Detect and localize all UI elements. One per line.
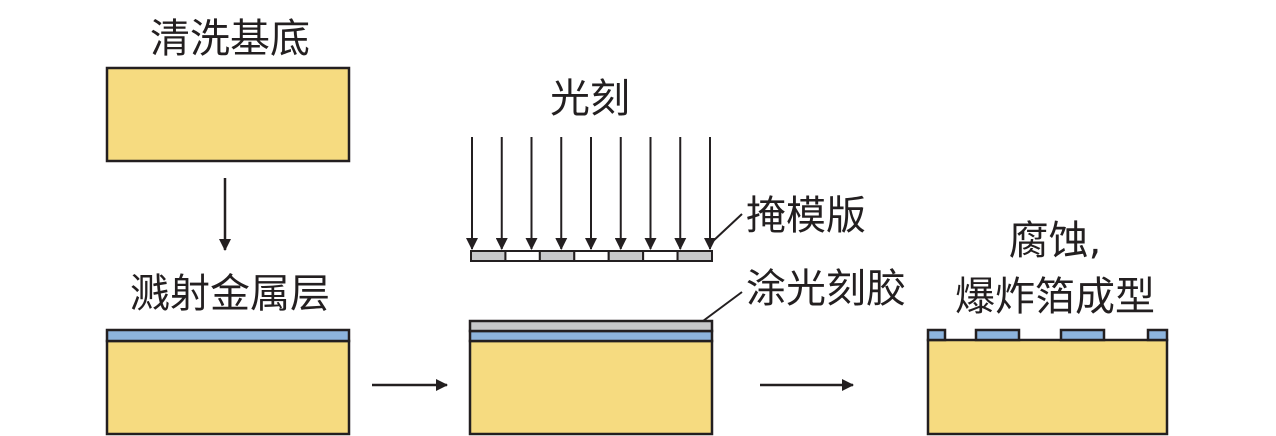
metal-pad (974, 328, 1021, 342)
label-coat-photoresist: 涂光刻胶 (746, 266, 906, 312)
label-mask: 掩模版 (746, 193, 866, 239)
label-etch-line1: 腐蚀, (1009, 218, 1102, 264)
mask-segment-opaque (676, 250, 713, 262)
metal-pad (926, 328, 947, 342)
mask-leader-line (711, 213, 743, 243)
label-photolithography: 光刻 (550, 76, 630, 122)
step3-photoresist-layer (468, 319, 714, 333)
step4-substrate (926, 338, 1169, 436)
mask-segment-clear (573, 250, 610, 262)
step2-metal-layer (105, 328, 351, 343)
step3-substrate (468, 339, 714, 436)
metal-pad (1059, 328, 1106, 342)
label-sputter-metal: 溅射金属层 (130, 271, 330, 317)
light-rays (466, 137, 716, 250)
mask-segment-opaque (607, 250, 645, 262)
photomask (470, 250, 713, 262)
mask-segment-opaque (470, 250, 507, 262)
metal-pad (1146, 328, 1169, 342)
photoresist-leader-line (702, 291, 743, 322)
mask-segment-opaque (538, 250, 576, 262)
step2-substrate (105, 339, 351, 436)
label-clean-substrate: 清洗基底 (150, 16, 310, 62)
label-etch-line2: 爆炸箔成型 (955, 274, 1155, 320)
step3-metal-layer (468, 329, 714, 343)
bridge-pads (926, 328, 1169, 342)
step1-substrate (105, 66, 351, 163)
mask-segment-clear (642, 250, 679, 262)
mask-segment-clear (504, 250, 541, 262)
